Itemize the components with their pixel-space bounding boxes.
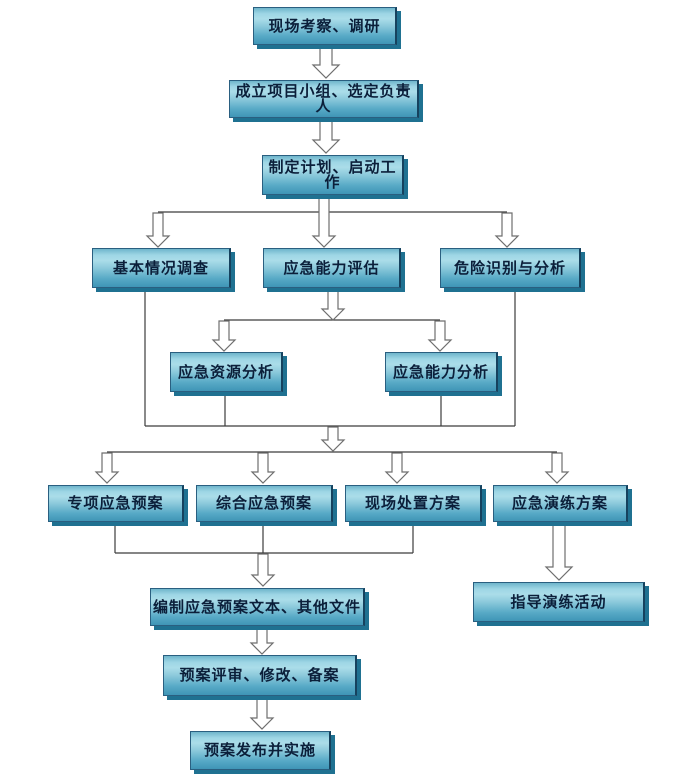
node-establish-project-team: 成立项目小组、选定负责人 xyxy=(229,80,419,118)
down-arrow-icon xyxy=(211,320,237,352)
down-arrow-icon xyxy=(311,46,341,79)
down-arrow-icon xyxy=(311,118,341,154)
node-comprehensive-emergency-plan: 综合应急预案 xyxy=(196,485,333,522)
node-make-plan-start-work: 制定计划、启动工作 xyxy=(262,155,404,195)
node-emergency-capability-assessment: 应急能力评估 xyxy=(263,248,401,288)
down-arrow-icon xyxy=(544,452,570,484)
node-emergency-drill-plan: 应急演练方案 xyxy=(493,485,628,522)
node-guide-drill-activities: 指导演练活动 xyxy=(473,582,645,622)
node-compile-plan-documents: 编制应急预案文本、其他文件 xyxy=(150,588,365,626)
down-arrow-icon xyxy=(494,212,520,248)
node-plan-review-revision-filing: 预案评审、修改、备案 xyxy=(163,655,357,696)
node-special-emergency-plan: 专项应急预案 xyxy=(48,485,184,522)
down-arrow-icon xyxy=(384,452,410,484)
down-arrow-icon xyxy=(427,320,453,352)
down-arrow-icon xyxy=(249,625,275,655)
down-arrow-icon xyxy=(94,452,120,484)
down-arrow-icon xyxy=(250,452,276,484)
node-site-inspection-research: 现场考察、调研 xyxy=(253,7,397,45)
node-emergency-resource-analysis: 应急资源分析 xyxy=(170,352,283,392)
down-arrow-icon xyxy=(145,212,171,248)
node-plan-release-implementation: 预案发布并实施 xyxy=(190,731,331,770)
down-arrow-icon xyxy=(311,196,337,248)
down-arrow-icon xyxy=(249,697,275,730)
node-basic-situation-survey: 基本情况调查 xyxy=(92,248,231,288)
node-onsite-disposal-plan: 现场处置方案 xyxy=(345,485,482,522)
node-emergency-capability-analysis: 应急能力分析 xyxy=(385,352,498,392)
down-arrow-icon xyxy=(544,522,574,581)
down-arrow-icon xyxy=(320,426,346,452)
node-hazard-identification-analysis: 危险识别与分析 xyxy=(440,248,581,288)
down-arrow-icon xyxy=(320,288,346,321)
down-arrow-icon xyxy=(250,553,276,587)
